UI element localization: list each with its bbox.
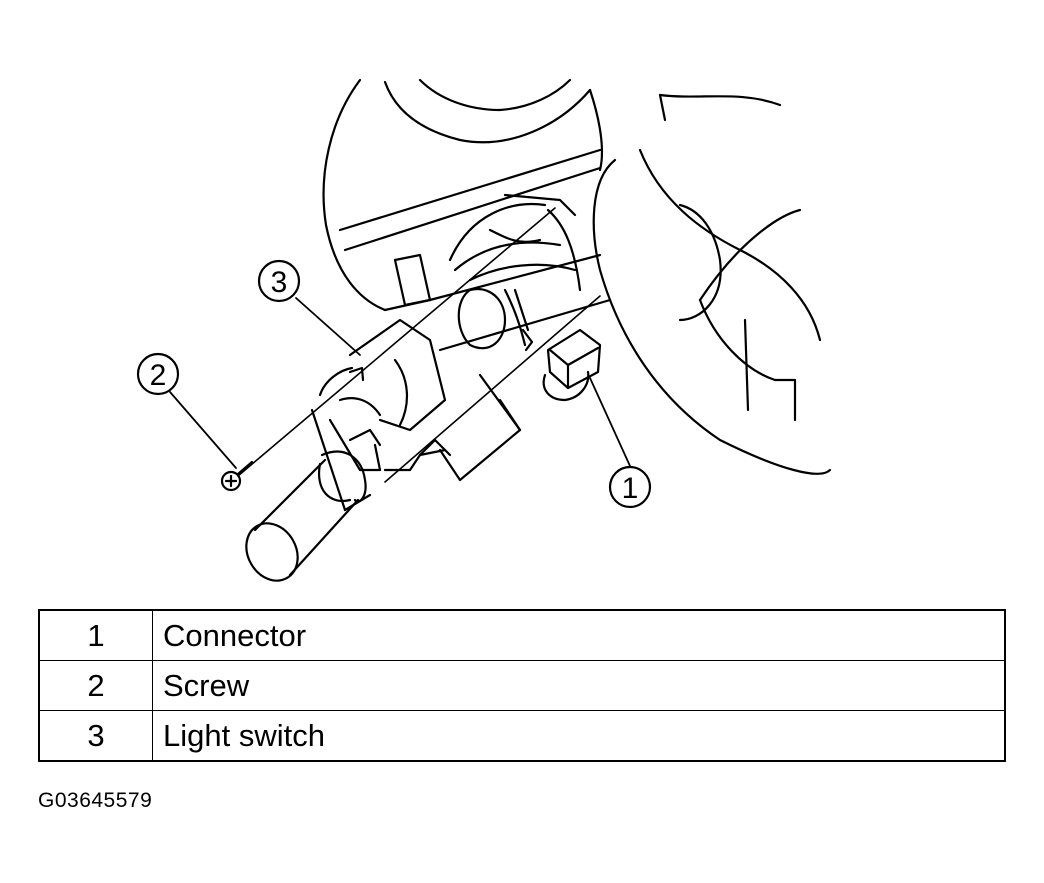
callout-1: 1 — [608, 465, 652, 509]
connector-part — [542, 328, 602, 402]
light-switch-assembly — [310, 318, 452, 512]
column-body — [428, 253, 612, 482]
callout-2: 2 — [136, 352, 180, 396]
callout-3: 3 — [257, 259, 301, 303]
legend-description: Light switch — [152, 710, 1006, 762]
leader-lines — [169, 297, 631, 469]
legend-row: 2 Screw — [38, 660, 1006, 711]
steering-column — [592, 148, 832, 475]
legend-number: 1 — [38, 609, 153, 661]
legend-table: 1 Connector 2 Screw 3 Light switch — [38, 609, 1006, 762]
legend-description: Screw — [152, 660, 1006, 711]
wiring-harness — [448, 193, 582, 352]
legend-number: 3 — [38, 710, 153, 762]
callout-2-number: 2 — [150, 359, 167, 392]
callout-1-number: 1 — [622, 472, 639, 505]
dashboard-outline — [322, 78, 782, 312]
callout-3-number: 3 — [271, 266, 288, 299]
screw-part — [220, 460, 254, 492]
switch-lever — [245, 450, 367, 582]
figure-id: G03645579 — [38, 789, 153, 812]
legend-row: 3 Light switch — [38, 710, 1006, 762]
legend-description: Connector — [152, 609, 1006, 661]
legend-row: 1 Connector — [38, 609, 1006, 661]
legend-number: 2 — [38, 660, 153, 711]
light-switch-diagram: 1 2 3 — [136, 78, 832, 582]
alignment-lines — [237, 207, 601, 483]
